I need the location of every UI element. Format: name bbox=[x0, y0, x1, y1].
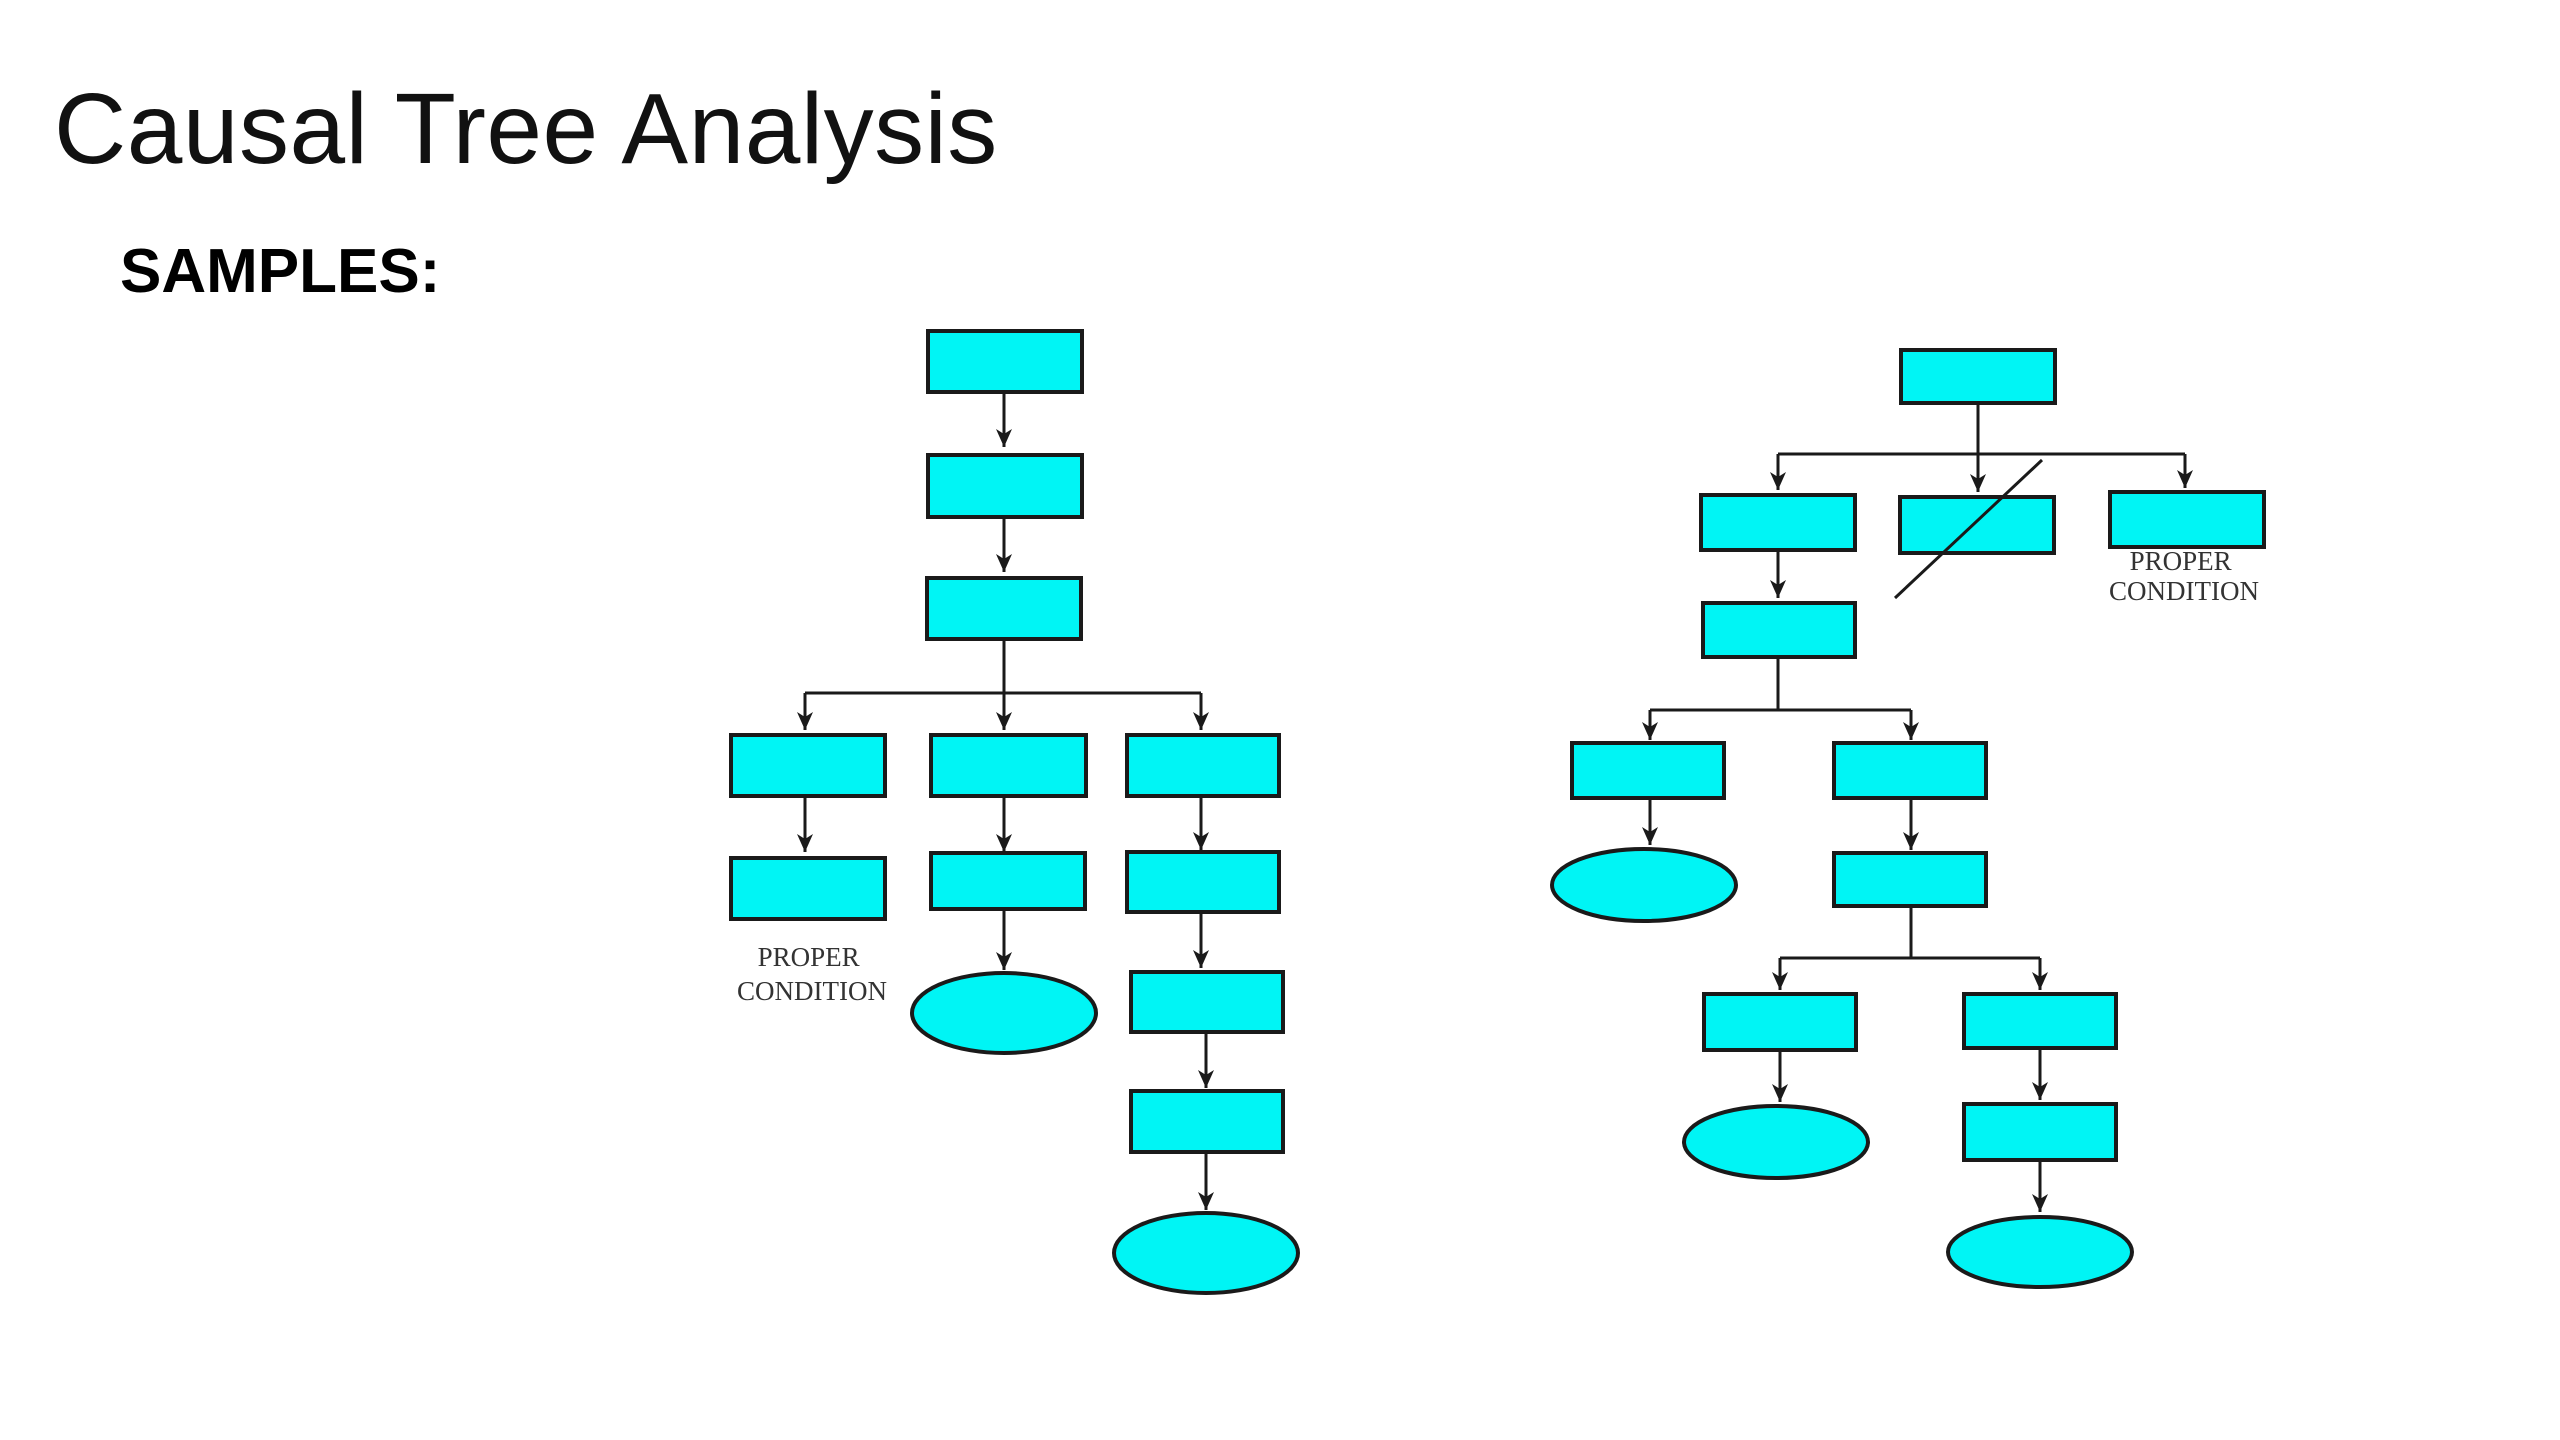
tree-node bbox=[1962, 1102, 2118, 1162]
proper-condition-line: PROPER bbox=[2130, 546, 2232, 576]
proper-condition-line: PROPER bbox=[758, 942, 860, 972]
tree-node bbox=[1702, 992, 1858, 1052]
tree-node bbox=[1129, 970, 1285, 1034]
tree-node bbox=[1701, 601, 1857, 659]
left-tree-nodes bbox=[729, 329, 1300, 1295]
tree-node bbox=[1125, 850, 1281, 914]
strike-through-line bbox=[1893, 458, 2044, 600]
right-causal-tree bbox=[1642, 403, 2193, 1212]
tree-node bbox=[729, 733, 887, 798]
slide-title: Causal Tree Analysis bbox=[54, 73, 998, 185]
tree-node bbox=[929, 733, 1088, 798]
tree-node bbox=[926, 329, 1084, 394]
slide-subtitle: SAMPLES: bbox=[120, 237, 441, 306]
tree-node bbox=[1832, 741, 1988, 800]
tree-node bbox=[1899, 348, 2057, 405]
tree-node bbox=[1129, 1089, 1285, 1154]
tree-node bbox=[2108, 490, 2266, 549]
terminal-event-node bbox=[1550, 847, 1738, 923]
proper-condition-line: CONDITION bbox=[737, 976, 887, 1006]
terminal-event-node bbox=[1682, 1104, 1870, 1180]
tree-node bbox=[926, 453, 1084, 519]
right-tree-nodes bbox=[1550, 348, 2266, 1289]
tree-node bbox=[929, 851, 1087, 911]
terminal-event-node bbox=[910, 971, 1098, 1055]
tree-node bbox=[1570, 741, 1726, 800]
proper-condition-label: PROPER CONDITION bbox=[737, 942, 887, 1006]
tree-node bbox=[1832, 851, 1988, 908]
tree-node bbox=[1962, 992, 2118, 1050]
terminal-event-node bbox=[1946, 1215, 2134, 1289]
proper-condition-line: CONDITION bbox=[2109, 576, 2259, 606]
tree-node bbox=[1125, 733, 1281, 798]
proper-condition-label: PROPER CONDITION bbox=[2109, 546, 2259, 606]
left-causal-tree bbox=[797, 392, 1214, 1210]
tree-node bbox=[729, 856, 887, 921]
tree-node bbox=[925, 576, 1083, 641]
tree-node bbox=[1898, 495, 2056, 555]
tree-node bbox=[1699, 493, 1857, 552]
terminal-event-node bbox=[1112, 1211, 1300, 1295]
